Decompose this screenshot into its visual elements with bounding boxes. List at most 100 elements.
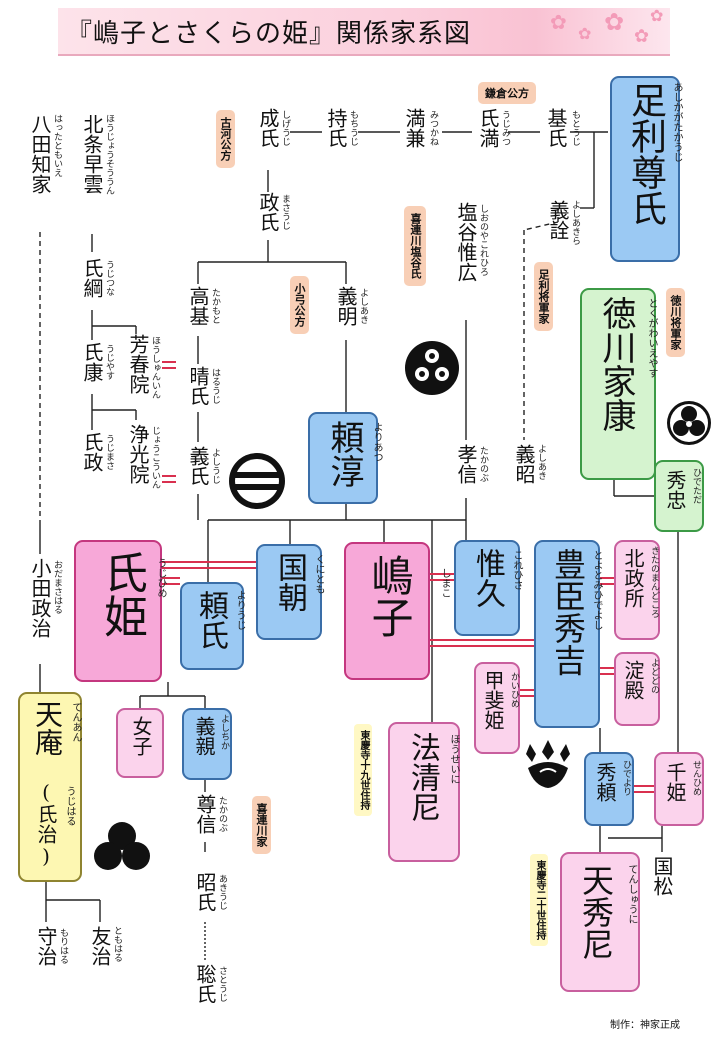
person-box-tenshuni: 天秀尼 てんしゅうに	[560, 852, 640, 992]
person-reading-moriharu: もりはる	[58, 928, 68, 964]
person-reading-hoshunin: ほうしゅんいん	[150, 336, 160, 399]
person-name: 淀殿	[621, 660, 645, 700]
person-name-ujiyasu: 氏康	[80, 342, 104, 382]
person-reading-tomoharu: ともはる	[112, 926, 122, 962]
person-name-kunimatsu: 国松	[650, 856, 674, 896]
person-box-shimako: 嶋子 しまこ	[344, 542, 450, 680]
person-name-yoshiaki: 義明	[334, 286, 358, 326]
person-reading: ひでただ	[691, 468, 701, 504]
person-name-jokoin: 浄光院	[126, 424, 150, 484]
person-reading-motouji: もとうじ	[570, 110, 580, 146]
tag-oyumi: 小弓公方	[290, 276, 309, 334]
person-box-kunitomo: 国朝 くにとも	[256, 544, 324, 640]
person-box-ieyasu: 徳川家康 とくがわいえやす	[580, 288, 657, 480]
person-reading-satouji: さとうじ	[217, 966, 227, 1002]
sakura-blossom-icon: ✿	[634, 26, 650, 47]
person-reading-yoshiakira: よしあきら	[570, 200, 580, 245]
person-name-tomoie: 八田知家	[28, 114, 52, 194]
person-reading-ujiyasu: うじやす	[104, 344, 114, 380]
tag-kitsuregawa-shioya: 喜連川塩谷氏	[404, 206, 426, 286]
person-name-masaharu: 小田政治	[28, 558, 52, 638]
person-name: 千姫	[663, 762, 687, 802]
person-reading-masaharu: おだまさはる	[52, 560, 62, 614]
person-reading: てんしゅうに	[626, 864, 637, 924]
person-reading: ひでより	[621, 760, 631, 796]
person-name: 豊臣秀吉	[549, 548, 587, 676]
person-name-moriharu: 守治	[34, 926, 58, 966]
person-reading-shigeuji: しげうじ	[280, 110, 290, 146]
person-name: 頼淳	[324, 420, 364, 488]
tag-tokeiji-20: 東慶寺二十世住持	[530, 854, 548, 946]
person-reading: よしちか	[219, 714, 229, 750]
person-name-yoshiuji: 義氏	[186, 446, 210, 486]
person-name: 甲斐姫	[481, 670, 505, 730]
person-box-korehisa: 惟久 これひさ	[454, 540, 522, 636]
person-reading: よりうじ	[234, 590, 245, 630]
mitsudomoe-crest	[405, 341, 459, 395]
person-box-hideyori: 秀頼 ひでより	[584, 752, 634, 826]
person-reading: くにとも	[313, 554, 324, 594]
person-reading-takanobu2: たかのぶ	[217, 796, 227, 832]
person-alias-reading: うじはる	[64, 786, 75, 826]
person-reading: せんひめ	[691, 760, 701, 796]
person-box-yododono: 淀殿 よどどの	[614, 652, 660, 726]
person-reading-ujimitsu: うじみつ	[500, 110, 510, 146]
person-reading: これひさ	[511, 550, 522, 590]
person-reading: きたのまんどころ	[649, 546, 659, 618]
page-title: 『嶋子とさくらの姫』関係家系図	[66, 19, 472, 49]
person-name: 女子	[129, 716, 153, 756]
person-box-yoriatsu: 頼淳 よりあつ	[308, 412, 382, 504]
credit-text: 制作：神家正成	[610, 1020, 680, 1031]
person-name-yoshiaki2: 義昭	[512, 444, 536, 484]
person-reading: よりあつ	[371, 422, 382, 462]
tag-tokugawa-shogun: 徳川将軍家	[666, 288, 685, 357]
person-reading: しまこ	[439, 568, 450, 598]
person-name-mitsukane: 満兼	[402, 108, 426, 148]
person-reading-soun: ほうじょうそううん	[104, 114, 114, 195]
person-name-korehiro: 塩谷惟広	[454, 202, 478, 282]
person-box-hidetada: 秀忠 ひでただ	[654, 460, 704, 532]
person-name: 嶋子	[365, 554, 414, 638]
title-banner: 『嶋子とさくらの姫』関係家系図 ✿ ✿ ✿ ✿ ✿	[58, 6, 670, 56]
person-name-masauji: 政氏	[256, 192, 280, 232]
person-reading-haruuji: はるうじ	[210, 368, 220, 404]
person-name: 氏姫	[96, 550, 147, 638]
person-reading: よどどの	[649, 658, 659, 694]
person-box-kitanomandokoro: 北政所 きたのまんどころ	[614, 540, 660, 640]
person-box-joshi: 女子	[116, 708, 164, 778]
person-name-hoshunin: 芳春院	[126, 334, 150, 394]
person-name: 法清尼	[405, 732, 440, 822]
person-box-ujihime: 氏姫 うじひめ	[74, 540, 166, 682]
person-name-mochiuji: 持氏	[324, 108, 348, 148]
person-name: 秀頼	[593, 762, 617, 802]
person-box-senhime: 千姫 せんひめ	[654, 752, 704, 826]
person-name: 頼氏	[193, 590, 228, 650]
person-box-takauji: 足利尊氏 あしかがたかうじ	[610, 76, 682, 262]
person-reading-yoshiaki2: よしあき	[536, 444, 546, 480]
person-box-yoshichika: 義親 よしちか	[182, 708, 232, 780]
person-name: 天庵	[31, 700, 64, 756]
person-name-ujitsuna: 氏綱	[80, 258, 104, 298]
kiri-crest	[526, 740, 570, 788]
person-reading-ujimasa: うじまさ	[104, 434, 114, 470]
person-name-takanobu2: 尊信	[193, 794, 217, 834]
person-reading-mitsukane: みつかね	[428, 110, 438, 146]
person-reading-masauji: まさうじ	[280, 194, 290, 230]
person-reading-tomoie: はったともいえ	[52, 114, 62, 177]
person-reading-yoshiaki: よしあき	[358, 288, 368, 324]
person-name-ujimitsu: 氏満	[476, 108, 500, 148]
person-name-motouji: 基氏	[544, 108, 568, 148]
kikyo-like-crest	[94, 822, 150, 870]
sakura-blossom-icon: ✿	[650, 6, 664, 25]
person-name: 秀忠	[663, 470, 687, 510]
person-name-takanobu: 孝信	[454, 444, 478, 484]
person-reading: てんあん	[70, 702, 81, 742]
person-name-tomoharu: 友治	[88, 926, 112, 966]
person-name-satouji: 聡氏	[193, 964, 217, 1004]
tag-kamakura: 鎌倉公方	[478, 82, 536, 104]
person-name-haruuji: 晴氏	[186, 366, 210, 406]
person-reading-ujitsuna: うじつな	[104, 260, 114, 296]
nihiki-ryo-crest	[229, 453, 285, 509]
person-name: 北政所	[621, 548, 645, 608]
